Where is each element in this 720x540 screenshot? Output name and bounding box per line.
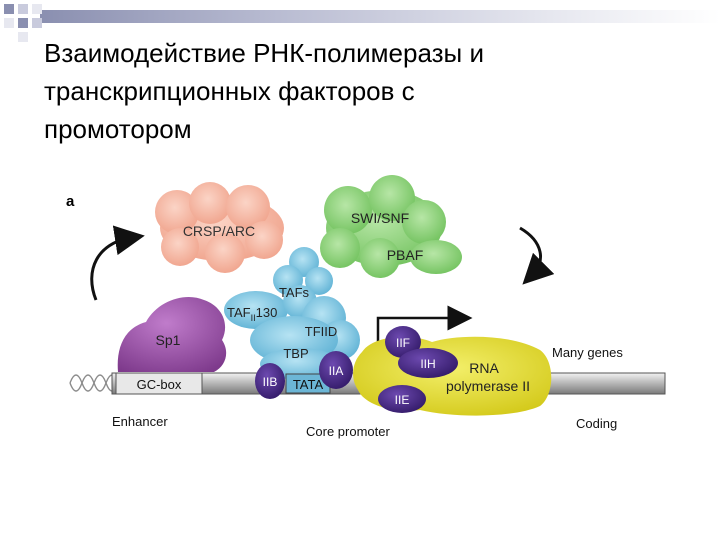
curved-arrow-left xyxy=(90,225,145,301)
iif-label: IIF xyxy=(396,336,410,350)
decor-square xyxy=(32,18,42,28)
tata-label: TATA xyxy=(293,377,324,392)
core-promoter-label: Core promoter xyxy=(306,424,390,439)
tbp-label: TBP xyxy=(283,346,308,361)
decor-square xyxy=(18,18,28,28)
title-decoration xyxy=(0,0,720,42)
sp1-label: Sp1 xyxy=(156,332,181,348)
rna-label: RNA xyxy=(469,360,499,376)
iib-factor: IIB xyxy=(255,363,285,399)
taf130-label: TAFII130 xyxy=(227,305,277,323)
many-genes-label: Many genes xyxy=(552,345,623,360)
slide-title-line: Взаимодействие РНК-полимеразы и xyxy=(44,38,484,68)
crsp-arc-label: CRSP/ARC xyxy=(183,223,255,239)
decor-square xyxy=(32,4,42,14)
swi-snf-complex: SWI/SNF PBAF xyxy=(320,175,462,278)
slide-title: Взаимодействие РНК-полимеразы и транскри… xyxy=(44,34,684,148)
polymerase-label: polymerase II xyxy=(446,378,530,394)
pbaf-label: PBAF xyxy=(387,247,424,263)
slide-title-line: промотором xyxy=(44,114,192,144)
iif-factor: IIF xyxy=(385,326,421,358)
iie-label: IIE xyxy=(395,393,410,407)
iie-factor: IIE xyxy=(378,385,426,413)
title-gradient-band xyxy=(40,10,720,23)
crsp-arc-complex: CRSP/ARC xyxy=(155,182,284,273)
decor-square xyxy=(18,32,28,42)
tfiid-label: TFIID xyxy=(305,324,338,339)
iia-label: IIA xyxy=(329,364,344,378)
gc-box xyxy=(115,372,203,395)
decor-square xyxy=(4,18,14,28)
panel-label: a xyxy=(66,193,75,210)
iib-label: IIB xyxy=(263,375,278,389)
coding-label: Coding xyxy=(576,416,617,431)
tafs-label: TAFs xyxy=(279,285,310,300)
sp1-activator: Sp1 xyxy=(117,296,227,372)
slide-title-line: транскрипционных факторов с xyxy=(44,76,415,106)
curved-arrow-right xyxy=(519,226,555,285)
iia-factor: IIA xyxy=(319,351,353,389)
decor-square xyxy=(4,4,14,14)
gc-box-label: GC-box xyxy=(137,377,182,392)
decor-square xyxy=(18,4,28,14)
iih-factor: IIH xyxy=(398,348,458,378)
enhancer-label: Enhancer xyxy=(112,414,168,429)
swi-snf-label: SWI/SNF xyxy=(351,210,409,226)
tfiid-complex: TAFs TAFII130 TFIID TBP xyxy=(224,247,360,380)
iih-label: IIH xyxy=(420,357,435,371)
